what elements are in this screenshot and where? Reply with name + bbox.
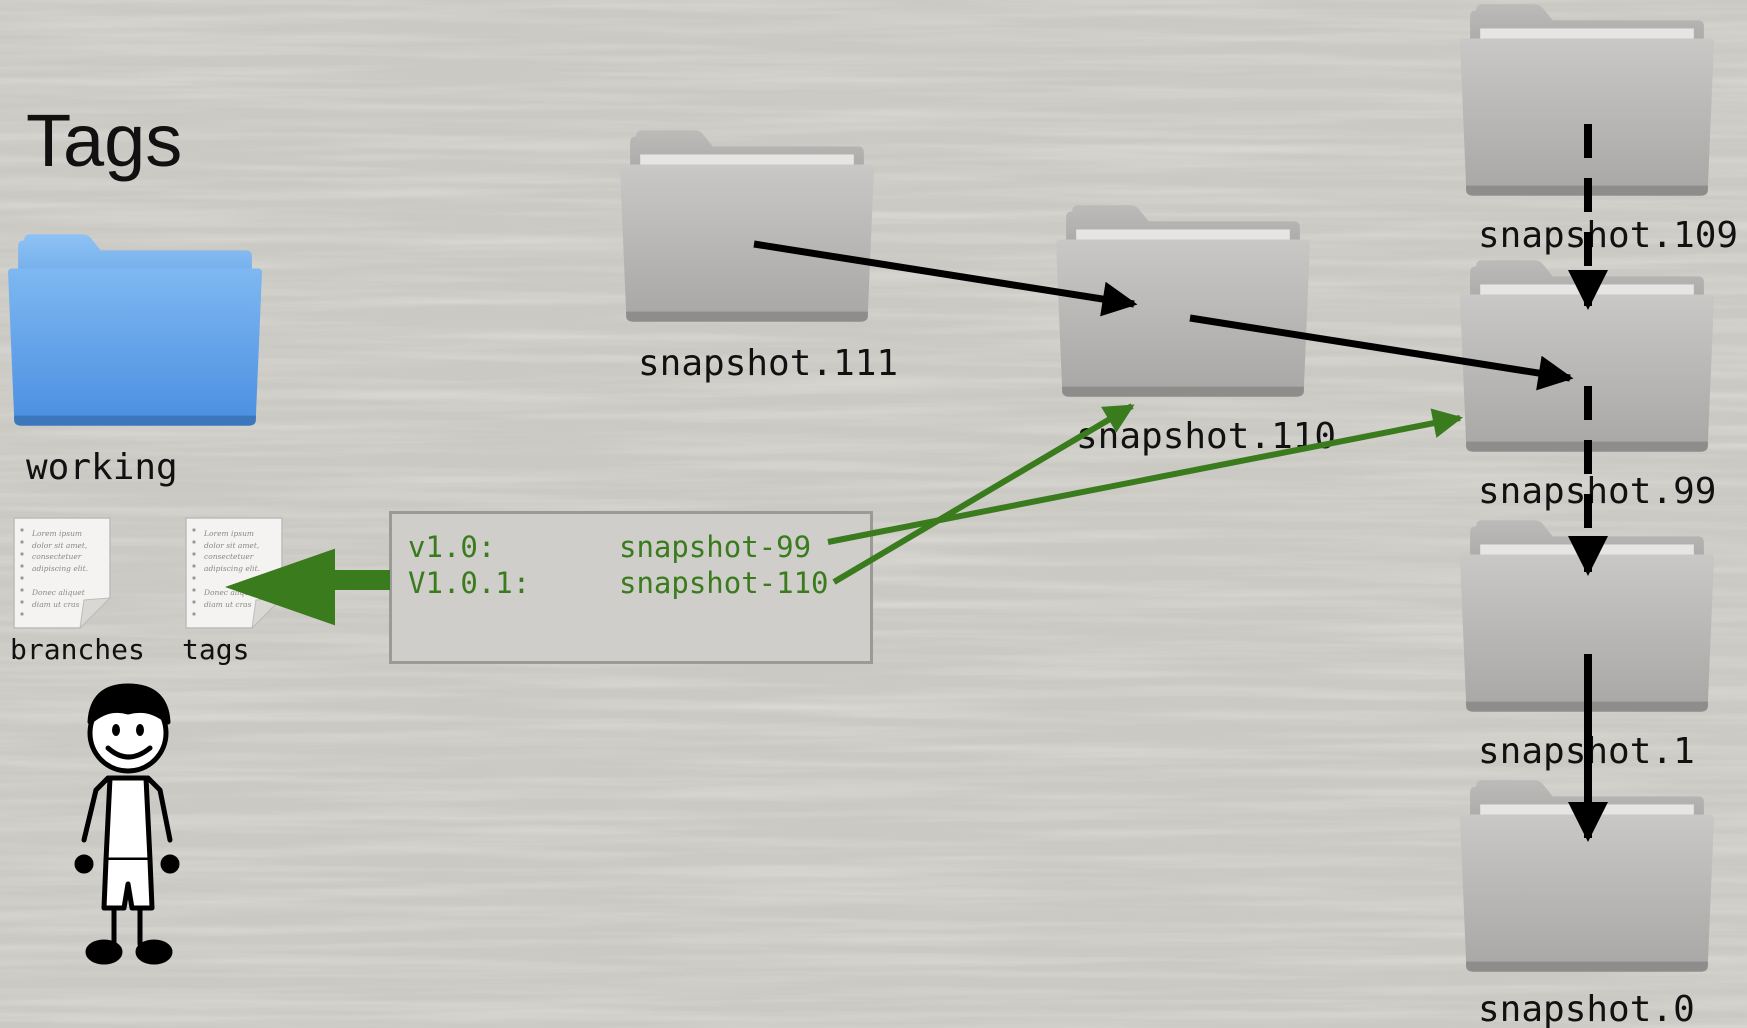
working-label: working	[26, 447, 178, 488]
tag-target: snapshot-99	[619, 530, 812, 564]
tags-file-contents-box	[389, 511, 873, 664]
tags-label: tags	[182, 633, 250, 666]
parent-arrow-111-to-110	[753, 240, 1138, 317]
tag-name: v1.0:	[408, 530, 496, 564]
tag-name: V1.0.1:	[408, 566, 531, 600]
snapshot-99-label: snapshot.99	[1478, 471, 1717, 512]
snapshot-0-label: snapshot.0	[1478, 989, 1695, 1028]
snapshot-111-label: snapshot.111	[638, 343, 899, 384]
branches-label: branches	[10, 633, 145, 666]
parent-arrow-110-to-99	[1189, 314, 1574, 391]
tag-arrow-v1.0-to-99	[827, 408, 1463, 545]
tag-target: snapshot-110	[619, 566, 829, 600]
page-title: Tags	[26, 99, 183, 182]
snapshot-109-label: snapshot.109	[1478, 215, 1739, 256]
tag-arrow-v1.0.1-to-110	[832, 403, 1135, 585]
user-figure-icon	[74, 683, 180, 965]
